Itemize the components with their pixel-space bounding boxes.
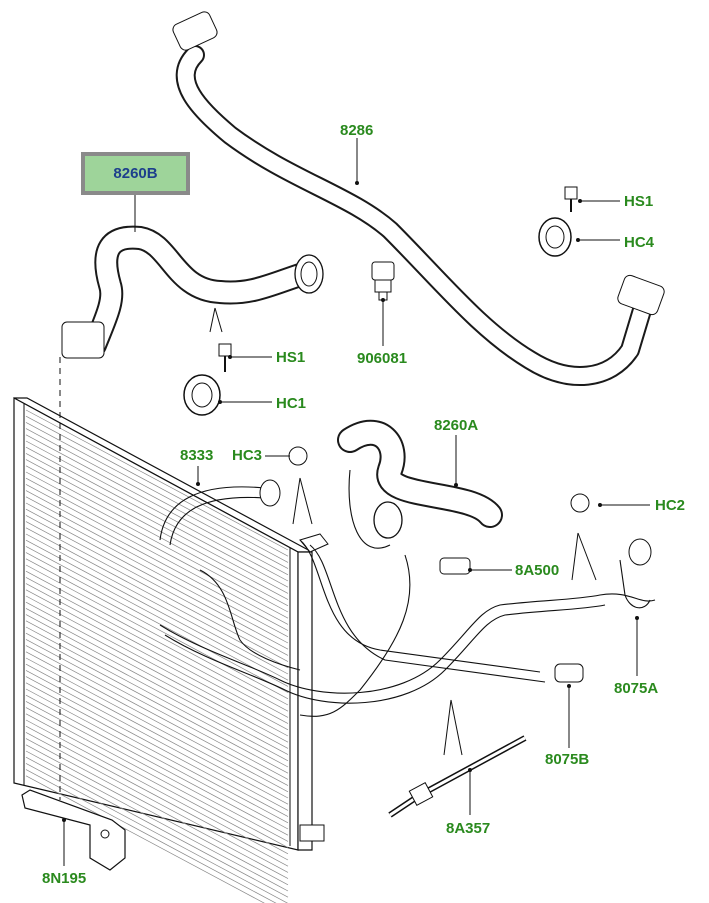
hose-8286 [172,11,665,386]
radiator-fin [25,688,289,830]
part-label-906081[interactable]: 906081 [357,350,408,367]
radiator-fin [25,608,289,749]
hose-8260a [337,419,503,539]
radiator-fin [25,769,277,903]
radiator-fin [25,409,289,551]
radiator-fin [25,589,289,731]
clamp-hc2 [570,493,590,513]
radiator-fin [25,434,289,576]
radiator-fin [25,601,289,743]
radiator-fin [25,657,289,799]
radiator-fin [25,738,289,879]
hose-8260b [61,225,324,359]
radiator-fin [25,570,289,712]
radiator-fin [25,620,289,762]
bleed-screw-8a500 [439,557,471,575]
radiator-fin [25,676,289,817]
radiator-fin [25,732,289,873]
part-label-8260a[interactable]: 8260A [434,417,479,434]
part-label-8a357[interactable]: 8A357 [446,820,491,837]
radiator-fin [25,744,289,886]
part-label-8a500[interactable]: 8A500 [515,562,560,579]
radiator-fin [25,446,289,588]
radiator [13,396,329,903]
connector-8075b [554,663,584,683]
radiator-fin [25,484,289,625]
part-label-8n195[interactable]: 8N195 [42,870,87,887]
coolant-lines [159,469,656,717]
highlighted-part-box[interactable]: 8260B [81,152,190,195]
clamp-hc3 [288,446,308,466]
radiator-fin [25,564,289,706]
radiator-fin [25,459,289,600]
cable-tie-8a357 [388,735,527,818]
leader-lines [62,138,650,866]
radiator-fin [25,719,289,861]
part-label-hc3[interactable]: HC3 [232,447,263,464]
radiator-fin [25,626,289,768]
radiator-fin [25,663,289,805]
radiator-fin [25,422,289,563]
radiator-fin [25,428,289,569]
radiator-fin [25,750,289,892]
radiator-fin [25,670,289,811]
bracket-8n195 [21,789,126,871]
radiator-fin [25,632,289,774]
radiator-fin [25,508,289,650]
radiator-fin [25,539,289,681]
radiator-fin [25,415,289,557]
radiator-fin [25,756,289,898]
part-label-8260b: 8260B [113,164,158,182]
radiator-fin [25,502,289,644]
part-label-8075b[interactable]: 8075B [545,751,590,768]
radiator-fin [25,515,289,656]
radiator-fin [25,440,289,582]
fitting-8333 [259,479,281,507]
radiator-fin [25,639,289,780]
radiator-fin [25,713,289,855]
part-label-hs1-left[interactable]: HS1 [276,349,306,366]
radiator-fin [25,694,289,836]
radiator-fin [25,533,289,675]
radiator-fin [25,490,289,631]
radiator-fin [25,558,289,700]
part-label-hc1[interactable]: HC1 [276,395,307,412]
radiator-fin [25,546,289,687]
clamp-hc4 [538,186,578,257]
sensor-906081 [371,261,395,301]
radiator-fin [25,453,289,594]
radiator-fin [25,682,289,824]
radiator-fin [25,651,289,793]
radiator-fin [25,577,289,718]
radiator-fin [25,471,289,613]
radiator-fin [25,763,288,903]
radiator-fin [25,645,289,786]
radiator-fin [25,725,289,867]
radiator-fin [25,707,289,848]
part-label-8286[interactable]: 8286 [340,122,374,139]
part-label-8075a[interactable]: 8075A [614,680,659,697]
radiator-fin [25,496,289,638]
radiator-fin [25,521,289,662]
clamp-hc1 [183,343,232,416]
part-label-hc4[interactable]: HC4 [624,234,655,251]
part-label-8333[interactable]: 8333 [180,447,214,464]
part-label-hc2[interactable]: HC2 [655,497,686,514]
part-label-hs1-right[interactable]: HS1 [624,193,654,210]
radiator-fin [25,614,289,755]
radiator-fin [25,477,289,619]
radiator-fin [25,595,289,737]
radiator-fin [25,775,265,903]
radiator-fin [25,465,289,607]
radiator-fin [25,552,289,693]
fitting-8075a [628,538,652,566]
radiator-fin [25,583,289,724]
radiator-fin [25,701,289,842]
